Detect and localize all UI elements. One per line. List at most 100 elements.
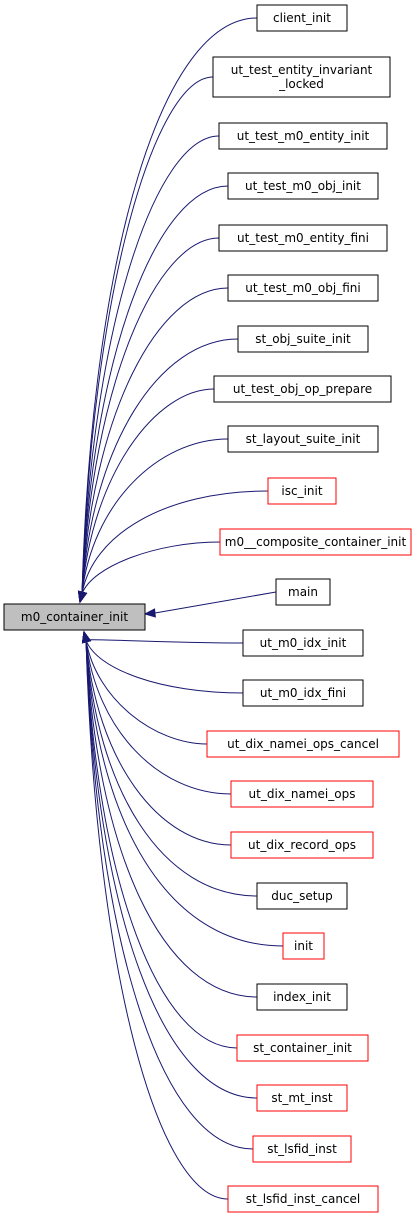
edge-main xyxy=(154,591,277,614)
caller-node-label: ut_test_m0_entity_fini xyxy=(237,231,369,245)
caller-node-label: duc_setup xyxy=(271,889,332,903)
caller-node-ut-m0-idx-init[interactable]: ut_m0_idx_init xyxy=(242,629,364,657)
caller-node-label: st_obj_suite_init xyxy=(255,332,351,346)
caller-node-label: st_lsfid_inst_cancel xyxy=(246,1192,361,1206)
caller-node-init[interactable]: init xyxy=(282,932,325,960)
caller-node-st-lsfid-inst[interactable]: st_lsfid_inst xyxy=(252,1135,352,1163)
edge-ut-test-m0-entity-init xyxy=(81,135,220,595)
caller-node-box xyxy=(275,578,331,606)
edge-st-lsfid-inst xyxy=(85,639,254,1150)
caller-node-st-obj-suite-init[interactable]: st_obj_suite_init xyxy=(237,325,369,353)
caller-node-box xyxy=(236,1034,369,1062)
caller-node-label: ut_test_obj_op_prepare xyxy=(233,382,372,396)
edge-ut-dix-namei-ops-cancel xyxy=(85,639,208,745)
caller-node-label: ut_dix_namei_ops xyxy=(249,787,356,801)
edge-ut-test-m0-obj-init xyxy=(81,185,229,595)
caller-node-label: ut_dix_namei_ops_cancel xyxy=(227,737,379,751)
caller-nodes: client_init ut_test_entity_invariant_lock… xyxy=(206,4,412,1213)
caller-node-ut-test-m0-entity-init[interactable]: ut_test_m0_entity_init xyxy=(218,122,388,150)
caller-node-box xyxy=(256,1084,348,1112)
caller-node-duc-setup[interactable]: duc_setup xyxy=(256,882,348,910)
edge-ut-test-m0-entity-fini xyxy=(81,237,220,595)
edge-index-init xyxy=(85,639,258,998)
caller-node-client-init[interactable]: client_init xyxy=(256,4,348,32)
caller-node-box xyxy=(227,425,379,453)
caller-node-ut-test-entity-invariant-locked[interactable]: ut_test_entity_invariant_locked xyxy=(212,56,391,98)
edge-init xyxy=(85,639,284,947)
caller-node-box xyxy=(230,780,374,808)
caller-node-st-container-init[interactable]: st_container_init xyxy=(236,1034,369,1062)
caller-node-box xyxy=(242,679,364,707)
caller-node-st-mt-inst[interactable]: st_mt_inst xyxy=(256,1084,348,1112)
caller-node-box xyxy=(218,122,388,150)
edge-ut-dix-record-ops xyxy=(85,639,232,846)
caller-node-label: client_init xyxy=(273,11,331,25)
caller-node-box xyxy=(230,831,374,859)
root-node-m0-container-init[interactable]: m0_container_init xyxy=(3,603,146,631)
caller-node-box xyxy=(242,629,364,657)
caller-node-box xyxy=(206,730,400,758)
caller-node-ut-test-m0-obj-fini[interactable]: ut_test_m0_obj_fini xyxy=(227,274,379,302)
edge-ut-test-obj-op-prepare xyxy=(81,388,215,595)
caller-node-label: ut_test_m0_obj_fini xyxy=(245,281,360,295)
arrowhead-m0-composite-container-init xyxy=(77,590,88,604)
arrowhead-st-lsfid-inst-cancel xyxy=(81,630,92,644)
caller-node-label: ut_m0_idx_fini xyxy=(260,686,346,700)
caller-node-st-lsfid-inst-cancel[interactable]: st_lsfid_inst_cancel xyxy=(227,1185,379,1213)
caller-node-isc-init[interactable]: isc_init xyxy=(267,477,337,505)
call-edges xyxy=(77,17,284,1200)
caller-node-label: main xyxy=(288,585,318,599)
edge-duc-setup xyxy=(85,639,258,897)
caller-node-box xyxy=(256,4,348,32)
caller-node-label: st_mt_inst xyxy=(271,1091,333,1105)
caller-node-main[interactable]: main xyxy=(275,578,331,606)
caller-node-label: index_init xyxy=(273,990,331,1004)
caller-node-ut-m0-idx-fini[interactable]: ut_m0_idx_fini xyxy=(242,679,364,707)
edge-st-layout-suite-init xyxy=(81,438,229,595)
edge-st-container-init xyxy=(85,639,238,1049)
edge-ut-m0-idx-init xyxy=(85,639,244,644)
caller-node-box xyxy=(227,172,379,200)
edge-st-lsfid-inst-cancel xyxy=(85,639,229,1200)
edge-st-obj-suite-init xyxy=(81,338,239,595)
caller-node-label: st_layout_suite_init xyxy=(246,432,361,446)
edge-m0-composite-container-init xyxy=(81,541,221,595)
edge-ut-dix-namei-ops xyxy=(85,639,232,795)
caller-node-label: st_lsfid_inst xyxy=(267,1142,337,1156)
caller-node-st-layout-suite-init[interactable]: st_layout_suite_init xyxy=(227,425,379,453)
caller-node-label: ut_m0_idx_init xyxy=(260,636,347,650)
caller-node-ut-test-m0-obj-init[interactable]: ut_test_m0_obj_init xyxy=(227,172,379,200)
caller-node-label: ut_test_m0_entity_init xyxy=(237,129,370,143)
caller-node-box xyxy=(256,983,348,1011)
caller-node-label: ut_test_entity_invariant_locked xyxy=(231,63,373,91)
caller-node-box xyxy=(237,325,369,353)
caller-node-label: st_container_init xyxy=(253,1041,352,1055)
caller-node-label: init xyxy=(294,939,313,953)
caller-node-ut-dix-namei-ops-cancel[interactable]: ut_dix_namei_ops_cancel xyxy=(206,730,400,758)
caller-node-box xyxy=(227,1185,379,1213)
caller-node-box xyxy=(256,882,348,910)
caller-node-ut-dix-namei-ops[interactable]: ut_dix_namei_ops xyxy=(230,780,374,808)
caller-node-ut-test-obj-op-prepare[interactable]: ut_test_obj_op_prepare xyxy=(213,375,392,403)
caller-node-m0-composite-container-init[interactable]: m0__composite_container_init xyxy=(219,528,412,556)
caller-node-ut-dix-record-ops[interactable]: ut_dix_record_ops xyxy=(230,831,374,859)
caller-node-ut-test-m0-entity-fini[interactable]: ut_test_m0_entity_fini xyxy=(218,224,388,252)
caller-node-label: m0__composite_container_init xyxy=(225,535,407,549)
edge-st-mt-inst xyxy=(85,639,258,1099)
caller-node-box xyxy=(267,477,337,505)
caller-node-box xyxy=(282,932,325,960)
edge-client-init xyxy=(81,17,258,595)
edge-ut-m0-idx-fini xyxy=(85,639,244,694)
caller-node-index-init[interactable]: index_init xyxy=(256,983,348,1011)
caller-node-box xyxy=(218,224,388,252)
caller-node-box xyxy=(252,1135,352,1163)
caller-node-box xyxy=(213,375,392,403)
edge-isc-init xyxy=(81,490,269,595)
caller-node-label: ut_dix_record_ops xyxy=(248,838,356,852)
root-node-label: m0_container_init xyxy=(21,610,128,624)
caller-node-label: ut_test_m0_obj_init xyxy=(245,179,361,193)
arrowhead-main xyxy=(143,608,156,618)
edge-ut-test-entity-invariant-locked xyxy=(81,76,214,595)
edge-ut-test-m0-obj-fini xyxy=(81,287,229,595)
